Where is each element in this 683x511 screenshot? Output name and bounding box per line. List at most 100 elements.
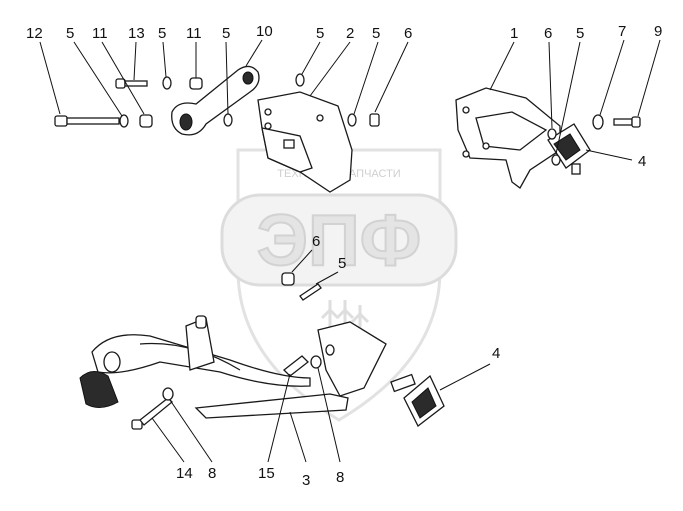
bushing-15 <box>283 355 309 377</box>
frame-3-upright <box>317 321 387 397</box>
callout-13: 13 <box>128 25 145 42</box>
callout-4: 4 <box>492 345 500 362</box>
bolt-12 <box>54 115 120 127</box>
rubber-mount-4-lower <box>390 373 445 427</box>
watermark-logo-text: ЭПФ <box>257 201 421 281</box>
washer-5-right <box>551 154 561 166</box>
callout-11: 11 <box>92 25 108 42</box>
leader-5g <box>315 271 339 285</box>
leader-1 <box>489 41 515 91</box>
nut-6-bracket <box>369 113 380 127</box>
leader-5a <box>73 41 123 117</box>
watermark-shield-shape <box>236 148 442 422</box>
callout-12: 12 <box>26 25 43 42</box>
bracket-2-flange <box>261 127 313 173</box>
bracket-1-hole-1 <box>462 106 470 114</box>
leader-4b <box>439 363 491 391</box>
callout-6: 6 <box>544 25 552 42</box>
leader-15 <box>267 373 291 463</box>
leader-5e <box>353 41 379 115</box>
pin-5-middle <box>299 283 322 301</box>
bracket-2-stud <box>283 139 295 149</box>
callout-10: 10 <box>256 23 273 40</box>
callout-14: 14 <box>176 465 193 482</box>
leader-5b <box>162 41 167 78</box>
lever-10-bore-rear <box>242 71 254 85</box>
bolt-13 <box>115 78 148 89</box>
leader-2 <box>309 41 351 97</box>
callout-5: 5 <box>316 25 324 42</box>
callout-11: 11 <box>186 25 202 42</box>
front-mount <box>79 351 121 408</box>
washer-8-left <box>162 387 174 401</box>
leader-6a <box>374 41 409 113</box>
leader-11a <box>101 41 145 115</box>
bracket-1-hole-3 <box>482 142 490 150</box>
callout-6: 6 <box>312 233 320 250</box>
bracket-1-hole-2 <box>462 150 470 158</box>
middle-small-parts <box>281 272 322 301</box>
callout-7: 7 <box>618 23 626 40</box>
callout-5: 5 <box>158 25 166 42</box>
callout-2: 2 <box>346 25 354 42</box>
callout-5: 5 <box>372 25 380 42</box>
bushing-11-left <box>139 114 153 128</box>
bracket-2-hole-2 <box>264 122 272 130</box>
leader-6b <box>548 41 553 129</box>
leader-8a <box>169 399 213 463</box>
leader-lines <box>39 39 661 463</box>
nut-6-middle <box>281 272 295 286</box>
callout-5: 5 <box>338 255 346 272</box>
lever-10 <box>171 65 260 136</box>
watermark-logo-box <box>220 193 458 287</box>
leader-4a <box>585 149 633 161</box>
bolt-9 <box>613 116 641 128</box>
leader-7 <box>599 39 625 116</box>
callout-5: 5 <box>576 25 584 42</box>
bracket-2-hole-1 <box>264 108 272 116</box>
frame-3 <box>194 393 349 419</box>
rubber-mount-4-upper <box>547 123 591 175</box>
washer-5-left <box>119 114 129 128</box>
washer-5-upper <box>162 76 172 90</box>
washer-5-right-lever <box>295 73 305 87</box>
callout-8: 8 <box>336 469 344 486</box>
washer-7 <box>592 114 604 130</box>
leader-5f <box>555 41 581 155</box>
washer-near-frame <box>325 344 335 356</box>
arm-pin-top <box>195 315 207 329</box>
leader-5d <box>301 41 321 75</box>
leader-10 <box>245 39 263 67</box>
bolt-14 <box>131 397 173 430</box>
leader-5c <box>225 41 229 115</box>
leader-14 <box>151 417 185 463</box>
washer-6-right <box>547 128 557 140</box>
callout-5: 5 <box>222 25 230 42</box>
leader-6c <box>291 249 313 273</box>
leader-3 <box>289 411 307 463</box>
lever-10-bore-front <box>179 113 193 131</box>
callout-5: 5 <box>66 25 74 42</box>
leader-9 <box>637 39 661 117</box>
callout-3: 3 <box>302 472 310 489</box>
callout-9: 9 <box>654 23 662 40</box>
callout-6: 6 <box>404 25 412 42</box>
top-left-assembly <box>54 65 380 193</box>
bushing-11-upper <box>189 77 203 90</box>
washer-5-bracket <box>347 113 357 127</box>
washer-5-mid <box>223 113 233 127</box>
top-right-assembly <box>455 87 641 189</box>
callout-8: 8 <box>208 465 216 482</box>
washer-8-right <box>310 355 322 369</box>
bracket-1-face <box>475 111 548 151</box>
leader-13 <box>133 41 137 81</box>
callout-4: 4 <box>638 153 646 170</box>
callout-labels: 12 5 11 13 5 11 5 10 5 2 5 6 1 6 5 7 9 4… <box>26 23 662 489</box>
bottom-assembly <box>79 315 445 430</box>
bracket-2-hole-3 <box>316 114 324 122</box>
leader-12 <box>39 41 61 115</box>
leader-8b <box>317 367 341 463</box>
callout-1: 1 <box>510 25 518 42</box>
callout-15: 15 <box>258 465 275 482</box>
